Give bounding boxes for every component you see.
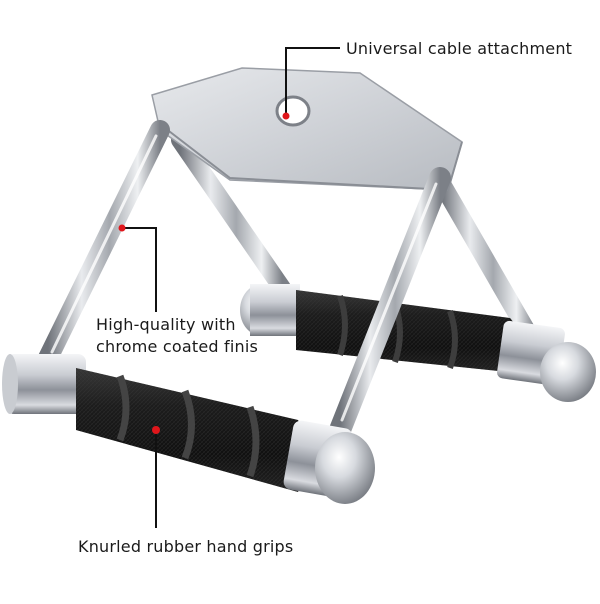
callout-label-cable: Universal cable attachment bbox=[346, 39, 573, 58]
back-right-leg bbox=[433, 175, 544, 354]
front-left-leg bbox=[38, 120, 170, 368]
callout-label-grip: Knurled rubber hand grips bbox=[78, 537, 294, 556]
callout-grip bbox=[152, 426, 160, 528]
callout-dot-cable bbox=[282, 112, 290, 120]
callout-dot-grip bbox=[152, 426, 160, 434]
back-grip bbox=[240, 284, 596, 402]
callout-label-chrome: High-quality with chrome coated finis bbox=[96, 315, 259, 356]
front-grip bbox=[2, 354, 375, 504]
callout-chrome bbox=[118, 224, 157, 312]
front-right-leg bbox=[329, 167, 451, 441]
callout-cable bbox=[282, 47, 340, 120]
callout-dot-chrome bbox=[118, 224, 126, 232]
back-left-leg bbox=[171, 131, 291, 297]
